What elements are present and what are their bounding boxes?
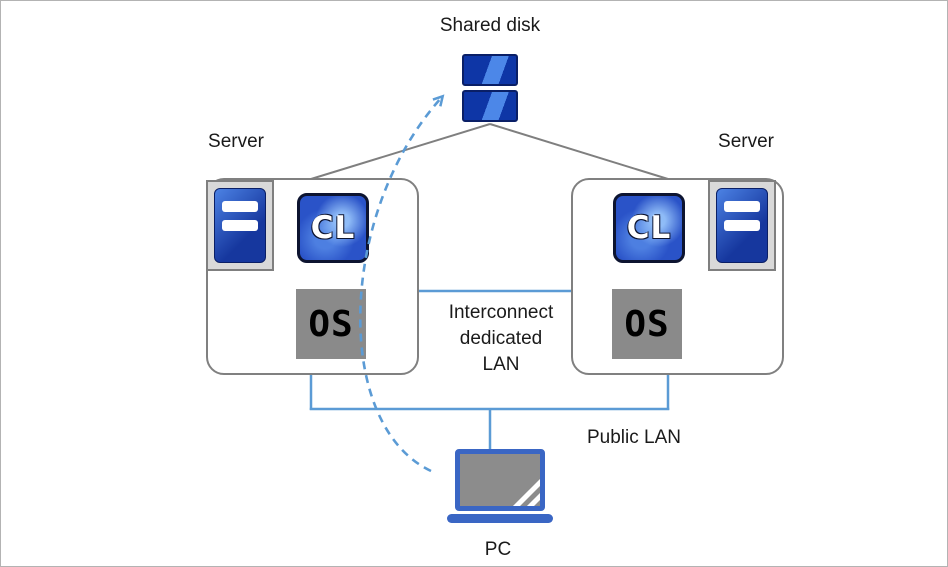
server-left-tower-icon: [206, 180, 274, 271]
public-lan-label: Public LAN: [587, 427, 681, 448]
interconnect-label: Interconnect dedicated LAN: [448, 302, 554, 375]
cl-icon-label: CL: [626, 210, 672, 246]
pc-label: PC: [484, 539, 512, 560]
disk-platter-top: [462, 54, 518, 86]
server-right-tower-icon: [708, 180, 776, 271]
cl-icon-label: CL: [310, 210, 356, 246]
server-right-label: Server: [718, 131, 774, 152]
shared-disk-label: Shared disk: [439, 15, 541, 36]
pc-screen: [455, 449, 545, 511]
os-badge-label: OS: [624, 303, 670, 345]
server-right-os-badge: OS: [612, 289, 682, 359]
server-left-os-badge: OS: [296, 289, 366, 359]
pc-base: [447, 514, 553, 523]
server-right-cl-icon: CL: [613, 193, 685, 263]
server-left-label: Server: [208, 131, 264, 152]
disk-to-right-server-line: [489, 123, 669, 180]
server-left-cl-icon: CL: [297, 193, 369, 263]
os-badge-label: OS: [308, 303, 354, 345]
disk-to-left-server-line: [310, 123, 491, 180]
disk-platter-bottom: [462, 90, 518, 122]
